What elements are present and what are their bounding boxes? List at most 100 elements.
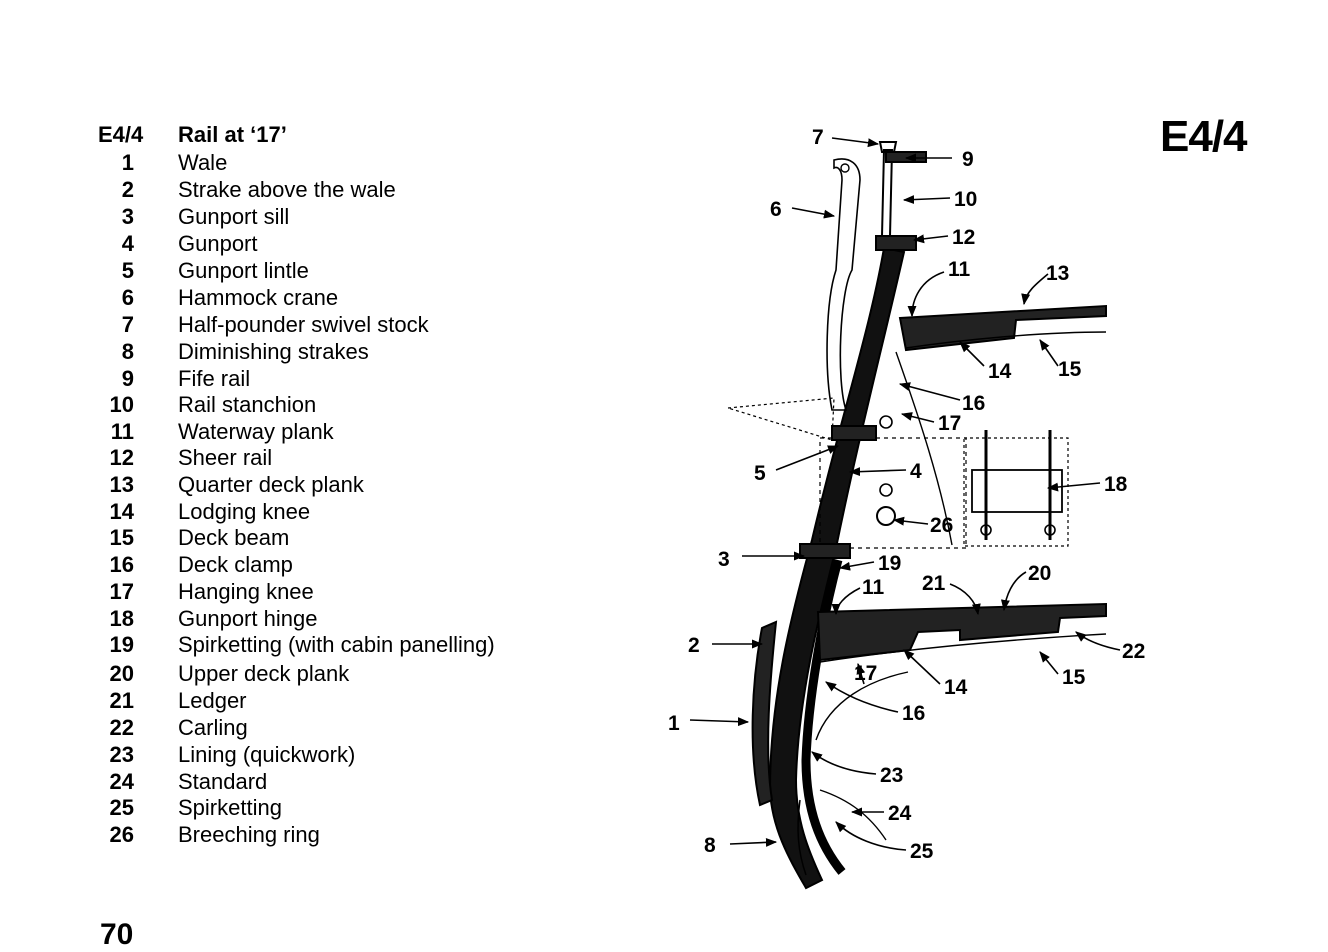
callout-number: 14 <box>988 360 1012 383</box>
breeching-ring <box>876 506 896 526</box>
legend-item-number: 24 <box>109 769 134 794</box>
legend-item-label: Carling <box>178 715 248 740</box>
legend-item: 19 Spirketting (with cabin panelling) <box>98 632 495 658</box>
legend-item-label: Gunport sill <box>178 204 290 229</box>
legend-item-label: Spirketting <box>178 795 282 820</box>
callout-number: 7 <box>812 126 824 149</box>
hammock-crane <box>826 158 861 411</box>
callout-number: 5 <box>754 462 766 485</box>
quarter-deck <box>898 304 1107 352</box>
fife-rail <box>885 151 927 163</box>
callout-leaders <box>689 137 1121 851</box>
legend-item-label: Lodging knee <box>178 499 311 524</box>
sheer-rail <box>875 235 917 251</box>
gunport-frame <box>819 437 967 549</box>
legend-item-label: Upper deck plank <box>178 661 350 686</box>
legend-item-number: 10 <box>109 392 134 417</box>
legend-item-label: Deck clamp <box>178 552 293 577</box>
legend-item-number: 15 <box>109 525 134 550</box>
legend-item-label: Wale <box>178 150 228 175</box>
callout-number: 8 <box>704 834 716 857</box>
legend-item-number: 3 <box>121 204 134 229</box>
legend-item: 14 Lodging knee <box>98 499 311 525</box>
callout-number: 11 <box>948 258 971 281</box>
callout-number: 15 <box>1062 666 1086 689</box>
callout-number: 20 <box>1028 562 1051 585</box>
hull-structure <box>727 141 1107 890</box>
legend-item-number: 18 <box>109 606 134 631</box>
legend-item-number: 16 <box>109 552 134 577</box>
legend-item: 12 Sheer rail <box>98 445 273 471</box>
legend-item: 22 Carling <box>98 715 248 741</box>
legend-item-number: 11 <box>110 419 134 444</box>
callout-number: 18 <box>1104 473 1128 496</box>
legend-item-number: 12 <box>109 445 134 470</box>
plate-code: E4/4 <box>1160 112 1248 161</box>
callout-number: 10 <box>954 188 977 211</box>
callout-number: 17 <box>854 662 877 685</box>
legend-item-label: Standard <box>178 769 268 794</box>
legend-item-label: Deck beam <box>178 525 290 550</box>
callout-number: 16 <box>962 392 985 415</box>
legend-item-number: 21 <box>109 688 134 713</box>
callout-number: 14 <box>944 676 968 699</box>
callout-number: 2 <box>688 634 700 657</box>
legend-item-number: 23 <box>109 742 134 767</box>
rail-stanchion <box>880 149 894 237</box>
legend-item-label: Half-pounder swivel stock <box>178 312 429 337</box>
callout-number: 13 <box>1046 262 1069 285</box>
callout-number: 21 <box>922 572 946 595</box>
legend-item-number: 2 <box>121 177 134 202</box>
legend-item-label: Sheer rail <box>178 445 273 470</box>
legend-item-number: 25 <box>109 795 134 820</box>
legend-item-number: 19 <box>109 632 134 657</box>
callout-number: 9 <box>962 148 974 171</box>
callout-number: 6 <box>770 198 782 221</box>
wale-outline <box>751 620 778 807</box>
legend-item-number: 22 <box>109 715 134 740</box>
callout-number: 16 <box>902 702 925 725</box>
legend-item: 16 Deck clamp <box>98 552 293 578</box>
gunport-sill <box>799 543 851 559</box>
gunport-lintle <box>831 425 877 441</box>
legend-item-number: 4 <box>121 231 134 256</box>
legend-item-number: 5 <box>121 258 134 283</box>
legend-item: 15 Deck beam <box>98 525 290 551</box>
legend-item: 24 Standard <box>98 769 268 795</box>
callout-number: 4 <box>910 460 922 483</box>
callout-number: 17 <box>938 412 961 435</box>
legend-plate-code: E4/4 <box>98 122 144 147</box>
legend-item-label: Gunport hinge <box>178 606 318 631</box>
legend-item-label: Hammock crane <box>178 285 339 310</box>
legend-item-number: 14 <box>109 499 134 524</box>
legend-item-label: Spirketting (with cabin panelling) <box>178 632 495 657</box>
legend-item-label: Hanging knee <box>178 579 314 604</box>
legend-item: 17 Hanging knee <box>98 579 314 605</box>
legend-item-number: 8 <box>121 339 134 364</box>
legend-item-number: 1 <box>121 150 134 175</box>
callout-number: 23 <box>880 764 903 787</box>
callout-number: 3 <box>718 548 730 571</box>
legend-item: 1 Wale <box>98 150 228 176</box>
legend-item-number: 17 <box>109 579 134 604</box>
legend-item-label: Fife rail <box>178 366 251 391</box>
callout-number: 19 <box>878 552 901 575</box>
callout-number: 25 <box>910 840 934 863</box>
legend-item: 18 Gunport hinge <box>98 606 318 632</box>
legend-item-number: 26 <box>109 822 134 847</box>
callout-number: 11 <box>862 576 885 599</box>
gunport-hinge-inset <box>963 437 1069 547</box>
callout-number: 26 <box>930 514 953 537</box>
